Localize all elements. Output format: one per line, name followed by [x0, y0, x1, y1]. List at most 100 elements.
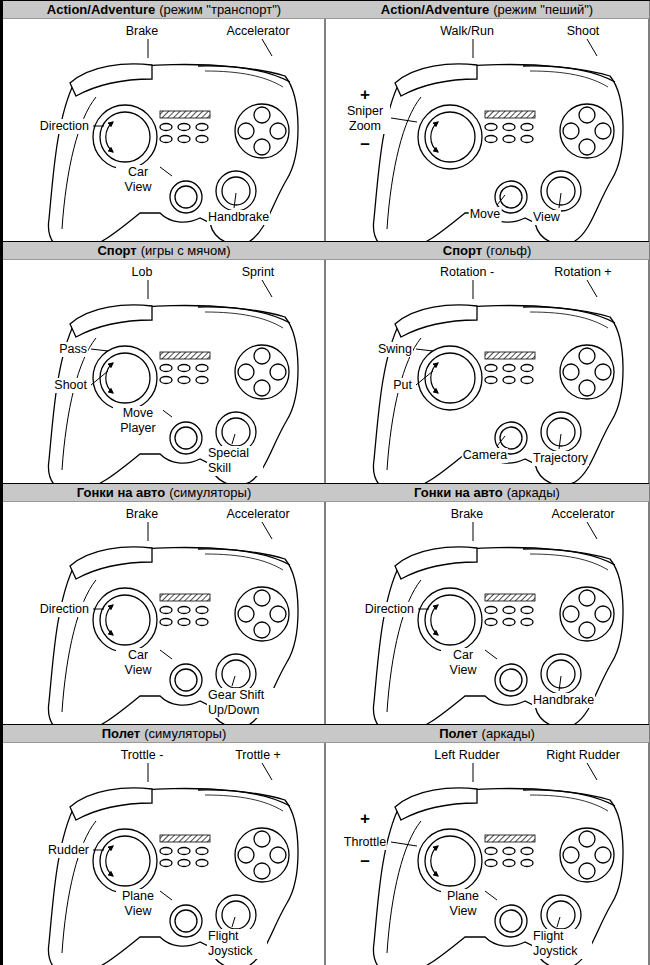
control-label: Move: [469, 207, 502, 222]
section-title: Гонки на авто: [77, 485, 166, 500]
leader-line: [497, 195, 505, 205]
leader-line: [473, 522, 474, 541]
control-label: Shoot: [566, 24, 601, 39]
control-label: Plane View: [116, 889, 160, 919]
leader-line: [391, 118, 417, 122]
control-label: Sniper Zoom: [340, 104, 390, 134]
control-label: Brake: [450, 507, 485, 522]
control-label: Move Player: [113, 406, 163, 436]
section-title: Action/Adventure: [381, 2, 489, 17]
control-label: Sprint: [241, 265, 276, 280]
control-label: Gear Shift Up/Down: [207, 688, 289, 718]
control-label: Trajectory: [532, 451, 589, 466]
section-subtitle: (симуляторы): [169, 485, 251, 500]
leader-line: [485, 650, 497, 659]
control-label: Accelerator: [225, 24, 290, 39]
control-label: Brake: [125, 507, 160, 522]
leader-line: [485, 891, 497, 900]
section-subtitle: (симуляторы): [144, 726, 226, 741]
sign-mark: –: [359, 135, 370, 153]
gamepad: [373, 305, 623, 492]
leader-line: [160, 167, 172, 176]
leader-line: [93, 850, 104, 851]
leader-line: [497, 436, 505, 446]
section-subtitle: (игры с мячом): [141, 243, 231, 258]
control-label: Car View: [441, 648, 485, 678]
sign-mark: +: [359, 810, 371, 828]
control-label: Car View: [116, 648, 160, 678]
section-header: Гонки на авто (аркады): [325, 483, 649, 502]
section-title: Полет: [439, 726, 477, 741]
control-label: Handbrake: [207, 210, 270, 225]
section-header: Action/Adventure(режим "транспорт"): [3, 0, 325, 19]
control-label: Rotation +: [553, 265, 612, 280]
leader-line: [160, 650, 172, 659]
control-label: Walk/Run: [439, 24, 495, 39]
control-label: Brake: [125, 24, 160, 39]
gamepad: [373, 788, 623, 965]
gamepad: [373, 64, 623, 251]
leader-line: [262, 280, 272, 297]
gamepad: [48, 64, 298, 251]
control-label: Put: [392, 378, 413, 393]
control-label: Left Rudder: [433, 748, 500, 763]
leader-line: [232, 434, 235, 444]
control-label: Special Skill: [207, 446, 263, 476]
control-label: Flight Joystick: [207, 929, 267, 959]
leader-line: [473, 280, 474, 299]
leader-line: [416, 349, 433, 351]
leader-line: [148, 39, 149, 58]
control-label: Lob: [131, 265, 154, 280]
control-label: Accelerator: [225, 507, 290, 522]
control-label: Camera: [462, 448, 508, 463]
control-label: Swing: [377, 342, 413, 357]
leader-line: [93, 126, 104, 127]
section-subtitle: (гольф): [486, 243, 531, 258]
control-label: Direction: [39, 602, 90, 617]
section-header: Спорт (гольф): [325, 241, 649, 260]
control-label: Pass: [58, 342, 88, 357]
control-label: Direction: [39, 119, 90, 134]
leader-line: [160, 891, 172, 900]
control-label: Trottle -: [120, 748, 165, 763]
leader-line: [234, 193, 236, 208]
sign-mark: –: [359, 852, 370, 870]
leader-line: [148, 280, 149, 299]
gamepad: [48, 788, 298, 965]
gamepad: [48, 547, 298, 734]
leader-line: [232, 917, 235, 927]
leader-line: [557, 917, 560, 927]
leader-line: [473, 39, 474, 58]
section-header: Action/Adventure (режим "пеший"): [325, 0, 649, 19]
leader-line: [262, 522, 272, 539]
leader-line: [391, 842, 417, 846]
leader-line: [587, 763, 597, 780]
gamepad: [373, 547, 623, 734]
leader-line: [262, 39, 272, 56]
section-title: Action/Adventure: [47, 2, 155, 17]
leader-line: [587, 39, 597, 56]
leader-line: [262, 763, 272, 780]
leader-line: [559, 676, 561, 691]
sign-mark: +: [359, 86, 371, 104]
section-title: Спорт: [97, 243, 136, 258]
leader-line: [148, 522, 149, 541]
control-label: Rotation -: [439, 265, 495, 280]
control-label: Direction: [364, 602, 415, 617]
leader-line: [416, 371, 433, 385]
section-header: Спорт (игры с мячом): [3, 241, 325, 260]
section-subtitle: (аркады): [482, 726, 535, 741]
section-title: Гонки на авто: [414, 485, 503, 500]
section-title: Спорт: [443, 243, 482, 258]
gamepad: [48, 305, 298, 492]
leader-line: [473, 763, 474, 782]
section-subtitle: (аркады): [507, 485, 560, 500]
control-label: View: [532, 210, 561, 225]
control-label: Handbrake: [532, 693, 595, 708]
section-subtitle: (режим "пеший"): [493, 2, 593, 17]
control-label: Car View: [116, 165, 160, 195]
section-title: Полет: [102, 726, 140, 741]
section-header: Полет (симуляторы): [3, 724, 325, 743]
